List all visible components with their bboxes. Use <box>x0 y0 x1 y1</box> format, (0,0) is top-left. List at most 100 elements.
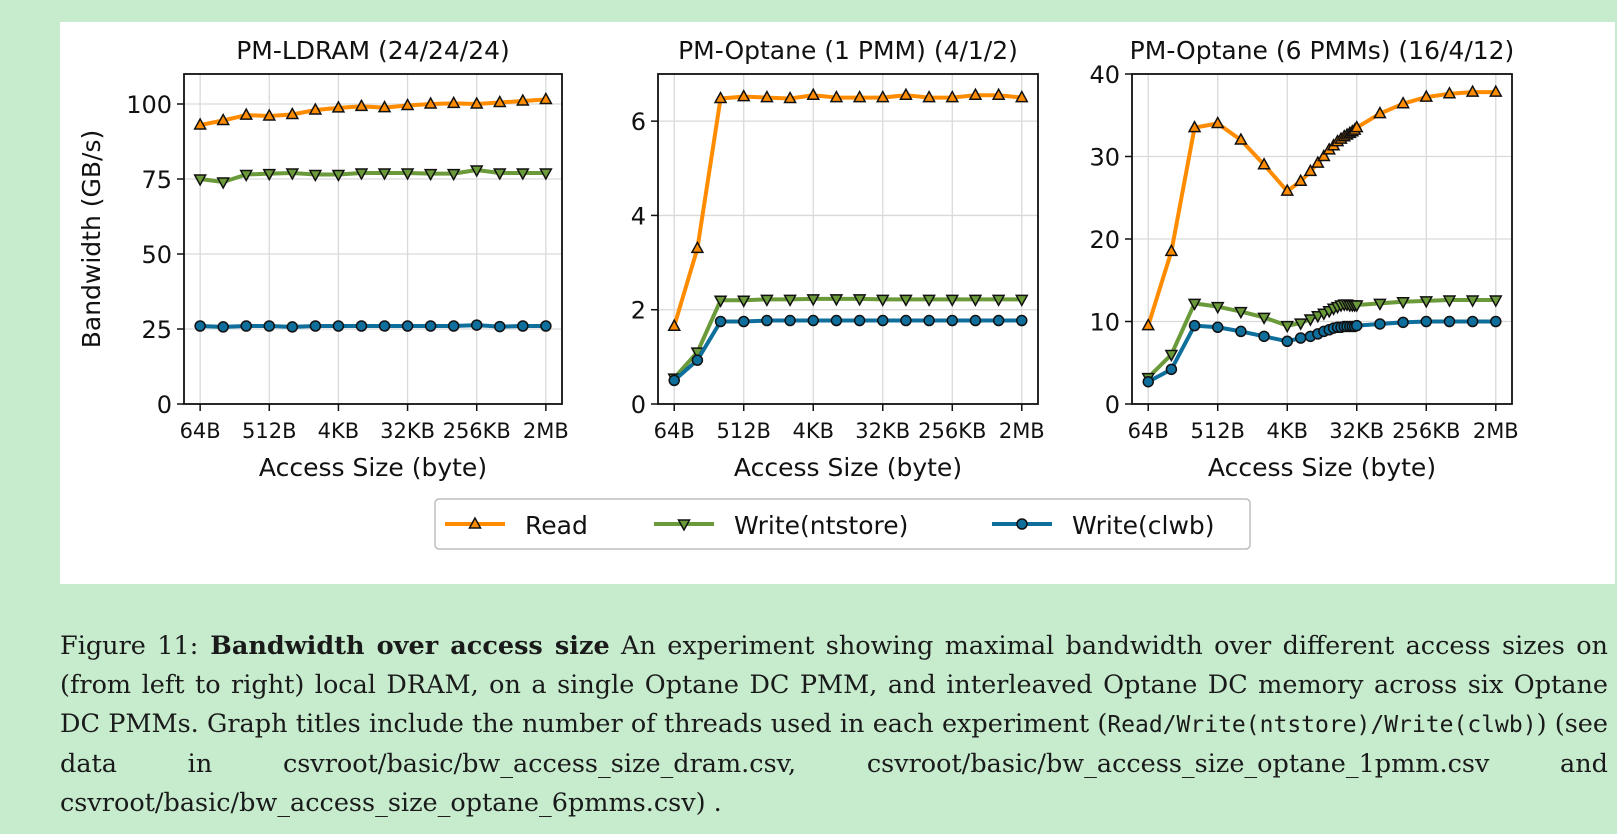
data-point <box>354 168 369 181</box>
data-point <box>922 294 936 307</box>
data-point <box>1442 86 1457 99</box>
data-point <box>1351 319 1363 332</box>
data-point <box>263 320 276 332</box>
data-point <box>286 321 299 333</box>
data-point <box>737 315 750 328</box>
series-write-ntstore <box>193 165 553 190</box>
series-write-clwb <box>668 314 1028 387</box>
legend-box <box>434 498 1251 550</box>
data-point <box>761 314 773 327</box>
data-point <box>1294 332 1307 344</box>
data-point <box>945 90 960 103</box>
series-read <box>1141 84 1503 331</box>
x-axis-label: Access Size (byte) <box>734 453 962 482</box>
data-point <box>853 314 866 327</box>
series-line <box>200 323 546 329</box>
data-point <box>829 294 844 307</box>
data-point <box>691 354 704 366</box>
data-point <box>239 169 254 183</box>
data-point <box>446 168 461 182</box>
legend-label: Write(clwb) <box>1072 511 1215 540</box>
data-point <box>830 314 843 327</box>
data-point <box>331 100 346 113</box>
data-point <box>423 96 438 109</box>
x-axis-label: Access Size (byte) <box>259 453 487 482</box>
data-point <box>516 93 530 106</box>
series-line <box>672 93 1022 327</box>
data-point <box>423 168 438 182</box>
data-point <box>400 97 415 111</box>
series-write-clwb <box>1142 315 1502 388</box>
series-line <box>1146 90 1496 327</box>
data-point <box>285 168 300 181</box>
series-write-ntstore <box>667 294 1029 386</box>
data-point <box>875 90 890 103</box>
plot-frame <box>657 73 1039 405</box>
data-point <box>736 295 751 308</box>
caption-mono: Read/Write(ntstore)/Write(clwb) <box>1107 712 1537 738</box>
y-tick-label: 30 <box>1089 144 1120 172</box>
data-point <box>354 98 369 112</box>
data-point <box>1317 148 1331 162</box>
y-tick-label: 10 <box>1089 309 1120 337</box>
data-point <box>1466 315 1479 328</box>
legend-marker <box>677 519 691 532</box>
y-tick-label: 0 <box>631 391 646 419</box>
data-point <box>807 314 819 327</box>
y-tick-label: 100 <box>126 91 172 119</box>
data-point <box>1280 183 1295 196</box>
data-point <box>240 320 252 332</box>
data-point <box>1210 115 1225 129</box>
data-point <box>308 102 323 115</box>
data-point <box>1234 306 1248 320</box>
caption-label: Figure 11: <box>60 631 199 661</box>
x-tick-label: 64B <box>180 419 221 443</box>
data-point <box>193 117 207 130</box>
data-point <box>760 294 774 307</box>
legend-marker <box>468 516 482 529</box>
data-point <box>946 314 959 327</box>
data-point <box>945 294 960 307</box>
x-tick-label: 32KB <box>1329 419 1384 443</box>
data-point <box>216 112 230 126</box>
data-point <box>736 89 751 102</box>
data-point <box>899 87 913 100</box>
legend-marker <box>1016 518 1028 530</box>
data-point <box>991 294 1006 307</box>
data-point <box>852 294 867 307</box>
data-point <box>447 320 460 332</box>
y-axis-label: Bandwidth (GB/s) <box>77 130 106 349</box>
data-point <box>783 90 797 104</box>
y-tick-label: 20 <box>1089 226 1120 254</box>
data-point <box>668 374 680 387</box>
series-read <box>193 91 553 130</box>
data-point <box>492 168 507 181</box>
data-point <box>424 320 437 332</box>
legend-label: Write(ntstore) <box>734 511 908 540</box>
data-point <box>1442 295 1457 308</box>
data-point <box>1303 314 1318 327</box>
legend-item-1: Read <box>445 511 588 540</box>
series-write-clwb <box>194 319 552 333</box>
data-point <box>539 168 553 181</box>
data-point <box>969 314 982 327</box>
x-tick-label: 4KB <box>318 419 360 443</box>
data-point <box>331 169 346 183</box>
data-point <box>1303 163 1318 177</box>
data-point <box>783 294 797 307</box>
data-point <box>1258 330 1270 343</box>
data-point <box>1465 84 1480 97</box>
data-point <box>194 320 206 332</box>
data-point <box>446 95 461 109</box>
data-point <box>714 315 727 328</box>
data-point <box>968 294 983 307</box>
data-point <box>540 320 552 332</box>
data-point <box>1187 120 1202 133</box>
data-point <box>1293 318 1308 331</box>
data-point <box>1015 294 1029 307</box>
chart-title: PM-LDRAM (24/24/24) <box>236 36 510 65</box>
data-point <box>539 91 553 105</box>
y-tick-label: 2 <box>631 297 646 325</box>
data-point <box>852 90 867 103</box>
